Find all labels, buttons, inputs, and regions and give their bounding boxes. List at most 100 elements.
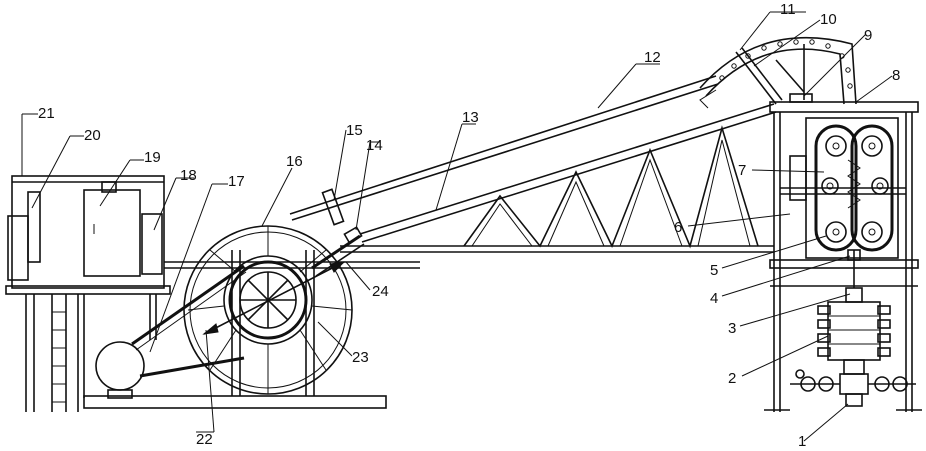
bop-ram (877, 347, 891, 357)
cable-12-upper (289, 75, 717, 215)
sprocket (825, 135, 847, 157)
callout-15: 15 (346, 122, 363, 139)
leader-1 (803, 403, 849, 442)
callout-9: 9 (864, 27, 872, 44)
callout-13: 13 (462, 109, 479, 126)
gooseneck-hole (745, 53, 751, 59)
leader-10 (753, 19, 821, 67)
wellhead-base (845, 393, 863, 407)
sprocket-hub (826, 182, 834, 190)
callout-5: 5 (710, 262, 718, 279)
leader-24 (345, 261, 371, 291)
gooseneck-brace (775, 59, 805, 93)
callout-14: 14 (366, 137, 383, 154)
callout-19: 19 (144, 149, 161, 166)
gooseneck-tip (699, 89, 717, 109)
injector-tower (764, 101, 922, 412)
wellhead (790, 359, 916, 407)
control-house (5, 175, 171, 412)
callout-11: 11 (780, 1, 796, 18)
bop-connector-3 (845, 287, 863, 303)
leader-6 (687, 213, 791, 227)
truss-web (463, 125, 759, 249)
gripper-chain-left (814, 124, 858, 252)
callout-10: 10 (820, 11, 837, 28)
motor-mount (107, 389, 133, 399)
callout-18: 18 (180, 167, 197, 184)
callout-20: 20 (84, 127, 101, 144)
sprocket (871, 177, 889, 195)
flange-spoke (187, 305, 225, 311)
leader-4 (721, 255, 851, 297)
gooseneck (699, 36, 857, 109)
gooseneck-hole (793, 39, 799, 45)
leader-11 (739, 11, 771, 51)
leader-13 (435, 123, 463, 211)
bop-ram (817, 305, 831, 315)
callout-12: 12 (644, 49, 661, 66)
flange-spoke (311, 305, 353, 311)
leader-15 (333, 129, 347, 201)
callout-22: 22 (196, 431, 213, 448)
leader-23 (317, 321, 353, 357)
reel-spoke (247, 279, 289, 321)
gooseneck-outer (699, 36, 857, 105)
house-side-panel (141, 213, 163, 275)
bop-ram (817, 333, 831, 343)
callout-6: 6 (674, 219, 682, 236)
sprocket-hub (832, 142, 840, 150)
bop-ram (877, 333, 891, 343)
guide-arm (311, 234, 361, 270)
sprocket-hub (868, 142, 876, 150)
cable-12-lower (291, 83, 719, 221)
house-platform (5, 285, 171, 295)
bop-ram (877, 319, 891, 329)
gooseneck-hole (845, 67, 851, 73)
callout-17: 17 (228, 173, 245, 190)
callout-4: 4 (710, 290, 718, 307)
leader-9 (803, 33, 867, 97)
gooseneck-hole (847, 83, 853, 89)
truss-web-inner (547, 180, 605, 247)
gooseneck-arm (735, 51, 777, 105)
callout-labels: 1 2 3 4 5 6 7 8 9 10 11 12 13 14 15 16 1… (38, 1, 900, 450)
callout-21: 21 (38, 105, 55, 122)
tower-mid-beam (769, 259, 919, 269)
truss-web-inner (471, 203, 533, 247)
leader-8 (855, 75, 893, 103)
gooseneck-arm-2 (741, 47, 783, 101)
gauge (795, 369, 805, 379)
bop-ram (817, 347, 831, 357)
leader-18 (153, 177, 177, 231)
control-cabinet (83, 189, 141, 277)
leader-2 (741, 335, 829, 377)
leader-14 (355, 141, 371, 231)
sprocket-hub (868, 228, 876, 236)
house-window (27, 191, 41, 263)
cable-reel (183, 225, 353, 396)
gooseneck-hole (777, 41, 783, 47)
drive-motor (95, 264, 247, 399)
bop-body (827, 301, 881, 361)
center-guide (847, 159, 861, 209)
leader-5 (721, 235, 827, 269)
callout-8: 8 (892, 67, 900, 84)
arrow-head-left (202, 323, 219, 335)
guide-arm-lower (315, 243, 365, 277)
wellhead-spool (843, 359, 865, 375)
leader-lines (21, 11, 893, 442)
bop-ram (877, 305, 891, 315)
callout-23: 23 (352, 349, 369, 366)
sprocket (825, 221, 847, 243)
leader-12 (597, 63, 637, 109)
leader-17 (149, 183, 213, 353)
leader-22 (205, 329, 215, 433)
gooseneck-hole (761, 45, 767, 51)
sprocket-hub (876, 182, 884, 190)
sprocket (821, 177, 839, 195)
callout-7: 7 (738, 162, 746, 179)
bop-stack (817, 287, 891, 361)
gooseneck-base-9 (789, 93, 813, 103)
callout-24: 24 (372, 283, 389, 300)
